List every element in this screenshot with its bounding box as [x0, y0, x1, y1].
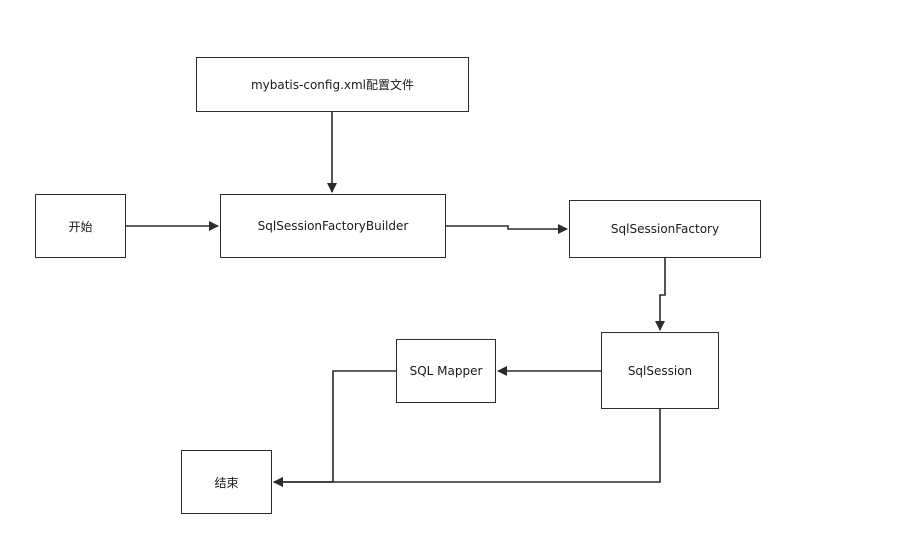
node-session-factory-builder: SqlSessionFactoryBuilder: [220, 194, 446, 258]
arrow-session-to-end: [273, 409, 661, 487]
node-end: 结束: [181, 450, 272, 514]
node-config-file: mybatis-config.xml配置文件: [196, 57, 469, 112]
node-session-factory-label: SqlSessionFactory: [610, 222, 720, 236]
node-session-factory-builder-label: SqlSessionFactoryBuilder: [257, 219, 409, 233]
arrow-mapper-to-end: [273, 370, 396, 487]
node-session-label: SqlSession: [627, 363, 693, 378]
node-end-label: 结束: [214, 475, 239, 490]
arrow-builder-to-factory: [446, 224, 568, 234]
node-sql-mapper-label: SQL Mapper: [409, 364, 483, 378]
node-start: 开始: [35, 194, 126, 258]
node-session-factory: SqlSessionFactory: [569, 200, 761, 258]
node-config-file-label: mybatis-config.xml配置文件: [250, 78, 415, 92]
node-sql-mapper: SQL Mapper: [396, 339, 496, 403]
arrow-factory-to-session: [655, 258, 666, 331]
node-start-label: 开始: [68, 219, 93, 234]
node-session: SqlSession: [601, 332, 719, 409]
